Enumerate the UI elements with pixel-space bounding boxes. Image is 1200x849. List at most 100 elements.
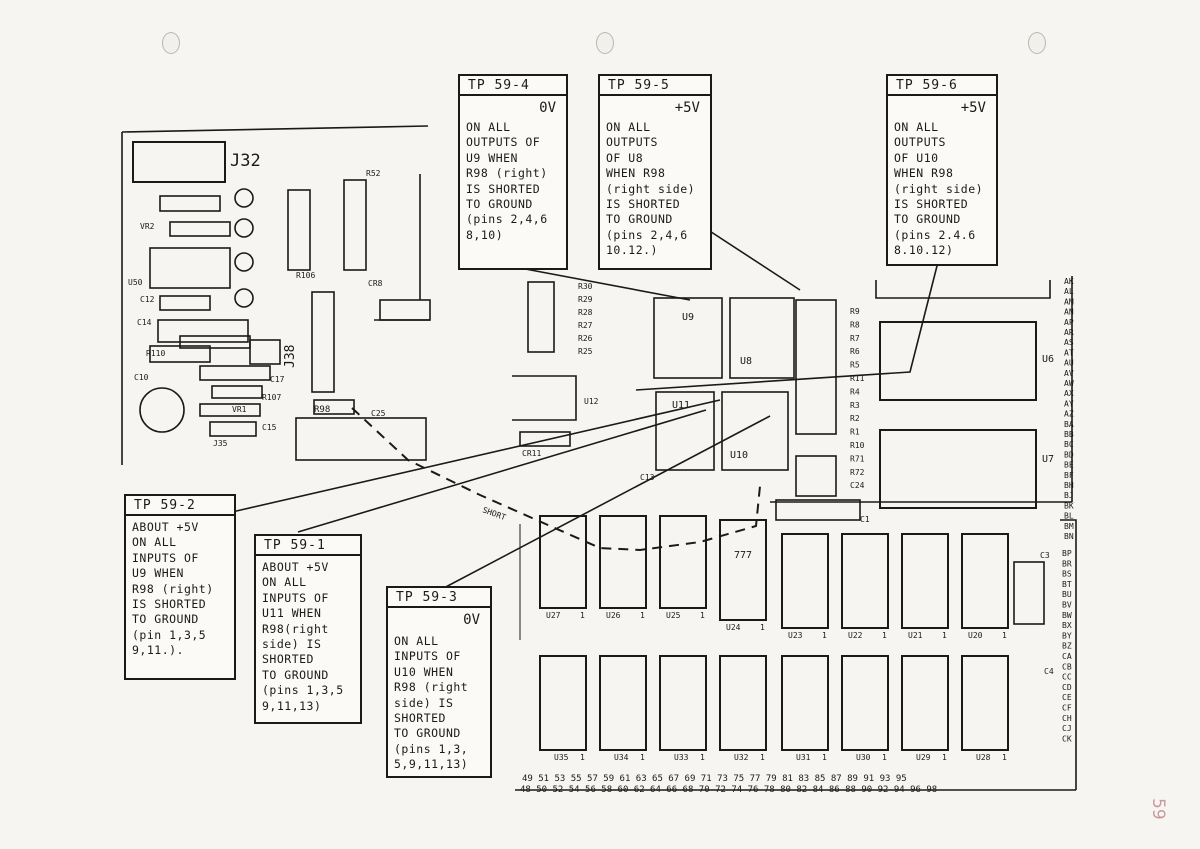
callout-tp59-6: TP 59-6 +5V ON ALL OUTPUTS OF U10 WHEN R… bbox=[886, 74, 998, 266]
edge-pin-label: AV bbox=[1064, 369, 1074, 378]
callout-title: TP 59-3 bbox=[388, 588, 490, 608]
edge-pin-label: AU bbox=[1064, 359, 1074, 368]
leader-tp3 bbox=[439, 415, 771, 591]
punch-hole bbox=[1028, 32, 1046, 54]
svg-text:U50: U50 bbox=[128, 278, 143, 287]
callout-value: +5V bbox=[674, 100, 700, 116]
chip-label: U26 bbox=[606, 611, 621, 620]
callout-text: ON ALL INPUTS OF U10 WHEN R98 (right sid… bbox=[394, 634, 469, 772]
chip-label: U25 bbox=[666, 611, 681, 620]
svg-text:R110: R110 bbox=[146, 349, 165, 358]
svg-text:C10: C10 bbox=[134, 373, 149, 382]
pin-one-marker: 1 bbox=[942, 631, 947, 640]
edge-pin-label: AK bbox=[1064, 277, 1074, 286]
chip-u31 bbox=[781, 655, 829, 751]
svg-text:C12: C12 bbox=[140, 295, 155, 304]
callout-tp59-3: TP 59-3 0V ON ALL INPUTS OF U10 WHEN R98… bbox=[386, 586, 492, 778]
svg-text:U9: U9 bbox=[682, 312, 694, 323]
edge-pin-label: BY bbox=[1062, 631, 1072, 640]
chip-u20 bbox=[961, 533, 1009, 629]
punch-hole bbox=[162, 32, 180, 54]
resistor-bank bbox=[343, 179, 367, 271]
ground-symbol: 777 bbox=[734, 550, 752, 561]
pin-one-marker: 1 bbox=[640, 611, 645, 620]
pin-one-marker: 1 bbox=[580, 753, 585, 762]
svg-text:C17: C17 bbox=[270, 375, 285, 384]
resistor-label: R71 bbox=[850, 454, 865, 463]
edge-pin-label: BH bbox=[1064, 481, 1074, 490]
q10-transistor bbox=[234, 218, 254, 238]
edge-pin-label: CB bbox=[1062, 662, 1072, 671]
svg-text:U8: U8 bbox=[740, 356, 752, 367]
edge-pin-label: BU bbox=[1062, 590, 1072, 599]
edge-pin-label: AN bbox=[1064, 308, 1074, 317]
callout-tp59-5: TP 59-5 +5V ON ALL OUTPUTS OF U8 WHEN R9… bbox=[598, 74, 712, 270]
edge-pin-label: BW bbox=[1062, 611, 1072, 620]
callout-text: ON ALL OUTPUTS OF U10 WHEN R98 (right si… bbox=[894, 120, 984, 258]
q11-transistor bbox=[234, 252, 254, 272]
edge-pin-label: AM bbox=[1064, 297, 1074, 306]
edge-pin-label: AW bbox=[1064, 379, 1074, 388]
u6-label: U6 bbox=[1042, 354, 1054, 365]
pin-one-marker: 1 bbox=[760, 623, 765, 632]
leader-tp2 bbox=[231, 399, 721, 513]
r98-resistor bbox=[313, 399, 355, 415]
edge-pin-label: BS bbox=[1062, 570, 1072, 579]
edge-pin-label: BR bbox=[1062, 559, 1072, 568]
svg-text:C13: C13 bbox=[640, 473, 655, 482]
component-block bbox=[199, 403, 261, 417]
pin-one-marker: 1 bbox=[882, 631, 887, 640]
svg-text:R52: R52 bbox=[366, 169, 381, 178]
j38-label: J38 bbox=[283, 345, 298, 368]
resistor-column bbox=[795, 455, 837, 497]
cr11-diode bbox=[519, 431, 571, 447]
svg-text:R27: R27 bbox=[578, 321, 593, 330]
edge-pin-label: BT bbox=[1062, 580, 1072, 589]
callout-title: TP 59-1 bbox=[256, 536, 360, 556]
pin-one-marker: 1 bbox=[822, 753, 827, 762]
chip-u33 bbox=[659, 655, 707, 751]
resistor-label: R9 bbox=[850, 307, 860, 316]
edge-pin-label: BM bbox=[1064, 522, 1074, 531]
chip-label: U33 bbox=[674, 753, 689, 762]
pin-one-marker: 1 bbox=[1002, 631, 1007, 640]
short-label: SHORT bbox=[481, 505, 507, 522]
chip-u28 bbox=[961, 655, 1009, 751]
pin-row-even: 48 50 52 54 56 58 60 62 64 66 68 70 72 7… bbox=[520, 785, 937, 795]
component-block bbox=[199, 365, 271, 381]
edge-pin-label: BZ bbox=[1062, 642, 1072, 651]
callout-title: TP 59-6 bbox=[888, 76, 996, 96]
resistor-label: R72 bbox=[850, 468, 865, 477]
resistor-label: C24 bbox=[850, 481, 865, 490]
u9-chip bbox=[653, 297, 723, 379]
resistor-label: R3 bbox=[850, 401, 860, 410]
callout-title: TP 59-5 bbox=[600, 76, 710, 96]
callout-text: ON ALL OUTPUTS OF U8 WHEN R98 (right sid… bbox=[606, 120, 696, 258]
svg-text:R28: R28 bbox=[578, 308, 593, 317]
resistor-label: R6 bbox=[850, 347, 860, 356]
u11-chip bbox=[655, 391, 715, 471]
component-block bbox=[249, 339, 281, 365]
edge-pin-label: BB bbox=[1064, 430, 1074, 439]
u7-chip bbox=[879, 429, 1037, 509]
callout-text: ON ALL OUTPUTS OF U9 WHEN R98 (right) IS… bbox=[466, 120, 548, 242]
edge-pin-label: BP bbox=[1062, 549, 1072, 558]
component-block bbox=[159, 295, 211, 311]
j35-label: J35 bbox=[213, 439, 228, 448]
component-block bbox=[157, 319, 249, 343]
chip-label: U23 bbox=[788, 631, 803, 640]
chip-label: U30 bbox=[856, 753, 871, 762]
chip-u35 bbox=[539, 655, 587, 751]
callout-tp59-2: TP 59-2 ABOUT +5V ON ALL INPUTS OF U9 WH… bbox=[124, 494, 236, 680]
callout-tp59-1: TP 59-1 ABOUT +5V ON ALL INPUTS OF U11 W… bbox=[254, 534, 362, 724]
chip-u21 bbox=[901, 533, 949, 629]
svg-text:U10: U10 bbox=[730, 450, 748, 461]
edge-pin-label: BD bbox=[1064, 450, 1074, 459]
resistor-bank bbox=[287, 189, 311, 271]
q9-transistor bbox=[234, 188, 254, 208]
punch-hole bbox=[596, 32, 614, 54]
j32-label: J32 bbox=[230, 151, 261, 171]
edge-pin-label: AR bbox=[1064, 328, 1074, 337]
svg-text:R106: R106 bbox=[296, 271, 315, 280]
u50-chip bbox=[149, 247, 231, 289]
